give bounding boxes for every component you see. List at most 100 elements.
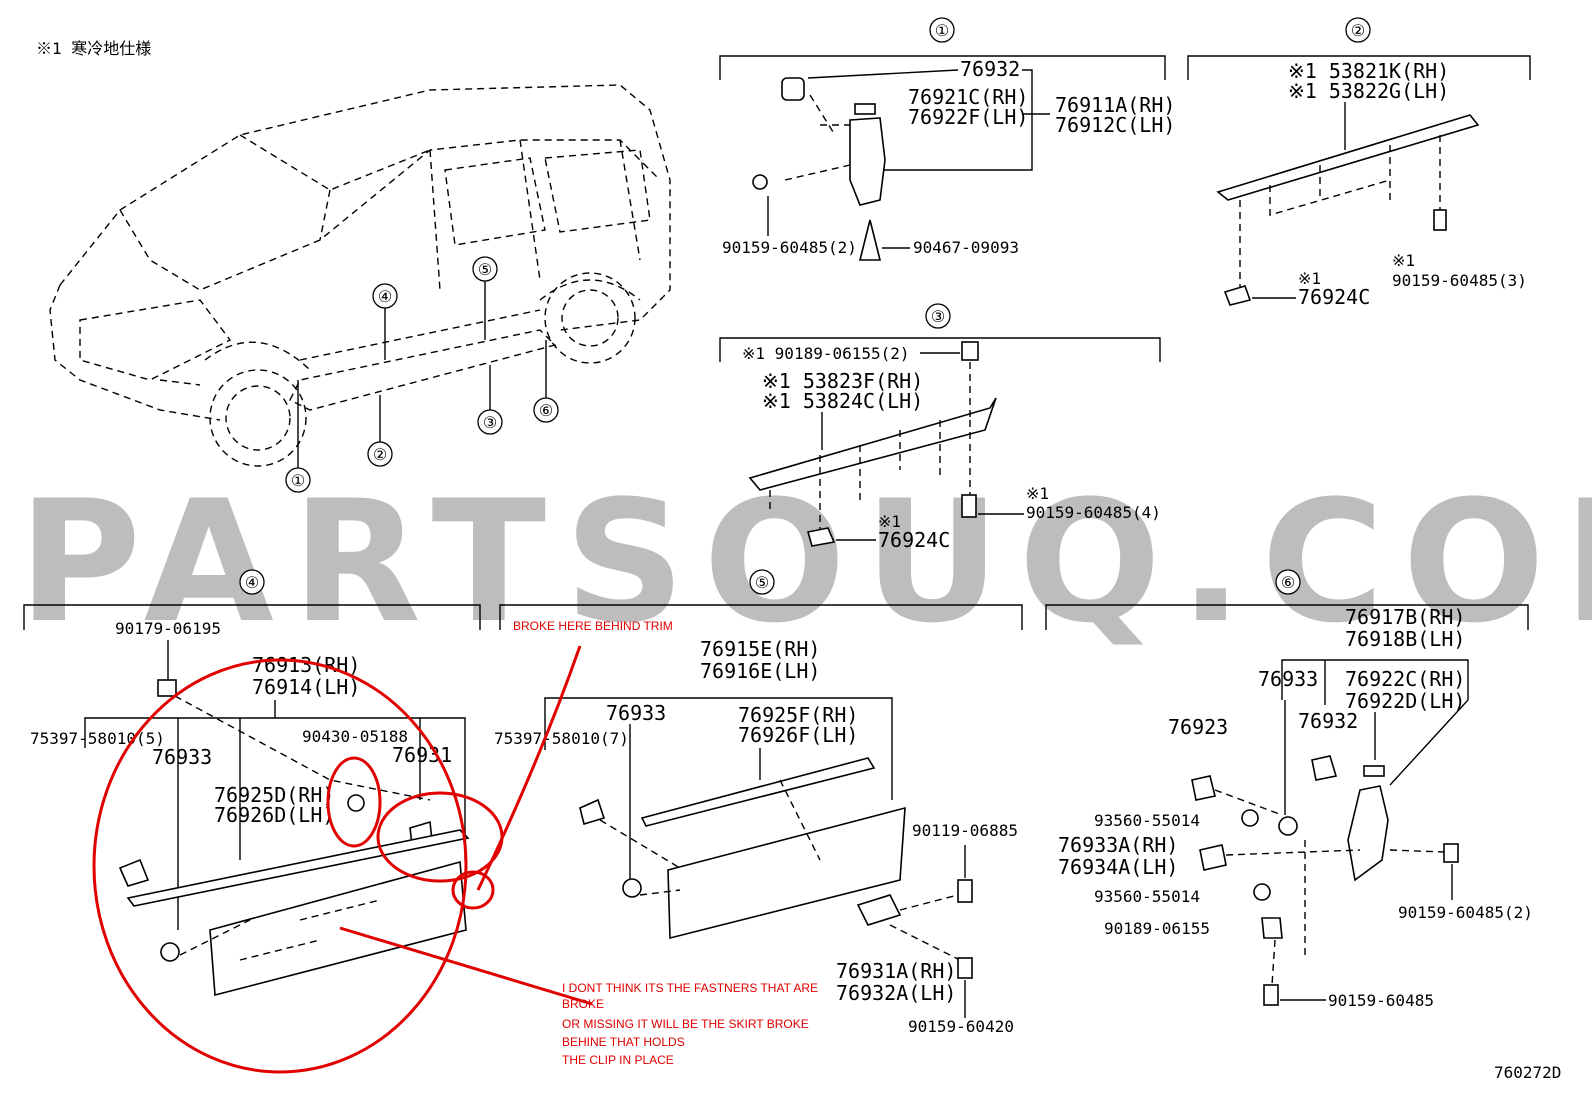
note-mark: ※1	[1026, 484, 1049, 503]
callout-1: ①	[291, 471, 305, 490]
part-76922F[interactable]: 76922F(LH)	[908, 105, 1028, 129]
comment-line-1: I DONT THINK ITS THE FASTNERS THAT ARE	[562, 981, 818, 995]
comment-block: I DONT THINK ITS THE FASTNERS THAT ARE B…	[562, 981, 818, 1067]
part-90159-60485-2[interactable]: 90159-60485(2)	[722, 238, 857, 257]
part-76932[interactable]: 76932	[1298, 709, 1358, 733]
part-53821K[interactable]: ※1 53821K(RH)	[1288, 59, 1449, 83]
part-76932A[interactable]: 76932A(LH)	[836, 981, 956, 1005]
broke-here-note: BROKE HERE BEHIND TRIM	[513, 619, 673, 633]
part-90189-06155-2[interactable]: ※1 90189-06155(2)	[742, 344, 910, 363]
part-76922C[interactable]: 76922C(RH)	[1345, 667, 1465, 691]
part-76932[interactable]: 76932	[960, 57, 1020, 81]
bolt-icon	[1433, 209, 1447, 231]
section-3-label: ③	[931, 307, 945, 326]
part-76911A[interactable]: 76911A(RH)	[1055, 93, 1175, 117]
part-76931A[interactable]: 76931A(RH)	[836, 959, 956, 983]
part-90467-09093[interactable]: 90467-09093	[913, 238, 1019, 257]
part-76934A[interactable]: 76934A(LH)	[1058, 855, 1178, 879]
mudguard-icon	[1347, 785, 1389, 882]
arrow-line-bottom	[339, 926, 593, 1006]
part-93560-55014[interactable]: 93560-55014	[1094, 811, 1200, 830]
part-90179-06195[interactable]: 90179-06195	[115, 619, 221, 638]
section-1-label: ①	[935, 21, 949, 40]
section-5: ⑤ 76915E(RH) 76916E(LH) 76933 76925F(RH)…	[494, 569, 1023, 1036]
part-76912C[interactable]: 76912C(LH)	[1055, 113, 1175, 137]
part-90119-06885[interactable]: 90119-06885	[912, 821, 1018, 840]
bolt-icon	[957, 957, 973, 979]
part-76918B[interactable]: 76918B(LH)	[1345, 627, 1465, 651]
bolt-icon	[1443, 843, 1459, 863]
clip-icon	[157, 679, 177, 697]
section-6: ⑥ 76917B(RH) 76918B(LH) 76933 76922C(RH)…	[1045, 569, 1533, 1010]
callout-5: ⑤	[478, 260, 492, 279]
red-annotations: BROKE HERE BEHIND TRIM I DONT THINK ITS …	[92, 619, 818, 1074]
nut-icon	[1223, 285, 1252, 306]
arrow-line-top	[476, 645, 582, 891]
part-90189-06155[interactable]: 90189-06155	[1104, 919, 1210, 938]
comment-line-4: BEHINE THAT HOLDS	[562, 1035, 685, 1049]
part-75397-58010-7[interactable]: 75397-58010(7)	[494, 729, 629, 748]
part-90159-60485[interactable]: 90159-60485	[1328, 991, 1434, 1010]
section-5-label: ⑤	[755, 573, 769, 592]
highlight-circle-washer	[326, 756, 382, 848]
clip-icon	[781, 77, 805, 101]
comment-line-2: BROKE	[562, 997, 604, 1011]
section-4: ④ 90179-06195 76913(RH) 76914(LH) 75397-…	[23, 569, 481, 997]
part-76916E[interactable]: 76916E(LH)	[700, 659, 820, 683]
part-90430-05188[interactable]: 90430-05188	[302, 727, 408, 746]
clip-icon	[622, 878, 642, 898]
screw-icon	[1253, 883, 1271, 901]
part-53824C[interactable]: ※1 53824C(LH)	[762, 389, 923, 413]
callout-6: ⑥	[539, 401, 553, 420]
part-76926D[interactable]: 76926D(LH)	[214, 803, 334, 827]
part-90159-60485-4[interactable]: 90159-60485(4)	[1026, 503, 1161, 522]
note-mark: ※1	[1298, 269, 1321, 288]
callout-4: ④	[378, 287, 392, 306]
highlight-circle-large	[92, 658, 468, 1074]
part-76922D[interactable]: 76922D(LH)	[1345, 689, 1465, 713]
part-76915E[interactable]: 76915E(RH)	[700, 637, 820, 661]
part-76924C[interactable]: 76924C	[1298, 285, 1370, 309]
part-76921C[interactable]: 76921C(RH)	[908, 85, 1028, 109]
side-rail-icon	[1216, 114, 1480, 201]
part-76931[interactable]: 76931	[392, 743, 452, 767]
part-76926F[interactable]: 76926F(LH)	[738, 723, 858, 747]
section-2: ② ※1 53821K(RH) ※1 53822G(LH) ※1 76924C …	[1187, 17, 1531, 309]
comment-line-5: THE CLIP IN PLACE	[562, 1053, 674, 1067]
section-2-label: ②	[1351, 21, 1365, 40]
part-76933A[interactable]: 76933A(RH)	[1058, 833, 1178, 857]
note-mark: ※1	[1392, 251, 1415, 270]
part-76925F[interactable]: 76925F(RH)	[738, 703, 858, 727]
clip-icon	[1278, 816, 1298, 836]
pad-icon	[854, 103, 876, 115]
part-76933[interactable]: 76933	[606, 701, 666, 725]
part-53823F[interactable]: ※1 53823F(RH)	[762, 369, 923, 393]
part-93560-55014[interactable]: 93560-55014	[1094, 887, 1200, 906]
screw-icon	[752, 174, 768, 190]
part-90159-60485-2[interactable]: 90159-60485(2)	[1398, 903, 1533, 922]
part-76924C[interactable]: 76924C	[878, 528, 950, 552]
cold-climate-note: ※1 寒冷地仕様	[36, 39, 151, 58]
part-53822G[interactable]: ※1 53822G(LH)	[1288, 79, 1449, 103]
callout-3: ③	[483, 413, 497, 432]
mudguard-icon	[849, 117, 886, 206]
door-trim-icon	[209, 860, 467, 997]
part-90159-60420[interactable]: 90159-60420	[908, 1017, 1014, 1036]
bracket-icon	[1199, 844, 1227, 871]
side-step-icon	[748, 397, 997, 491]
part-90159-60485-3[interactable]: 90159-60485(3)	[1392, 271, 1527, 290]
clip-icon	[961, 341, 979, 361]
bracket-icon	[856, 894, 902, 926]
bolt-icon	[961, 494, 977, 518]
part-76923[interactable]: 76923	[1168, 715, 1228, 739]
part-76933[interactable]: 76933	[1258, 667, 1318, 691]
washer-icon	[347, 794, 365, 812]
watermark: PARTSOUQ.COM	[18, 464, 1592, 660]
part-76933[interactable]: 76933	[152, 745, 212, 769]
part-76925D[interactable]: 76925D(RH)	[214, 783, 334, 807]
part-76914[interactable]: 76914(LH)	[252, 675, 360, 699]
clip-icon	[118, 858, 150, 887]
door-trim-icon	[667, 806, 906, 940]
part-76917B[interactable]: 76917B(RH)	[1345, 605, 1465, 629]
part-75397-58010-5[interactable]: 75397-58010(5)	[30, 729, 165, 748]
